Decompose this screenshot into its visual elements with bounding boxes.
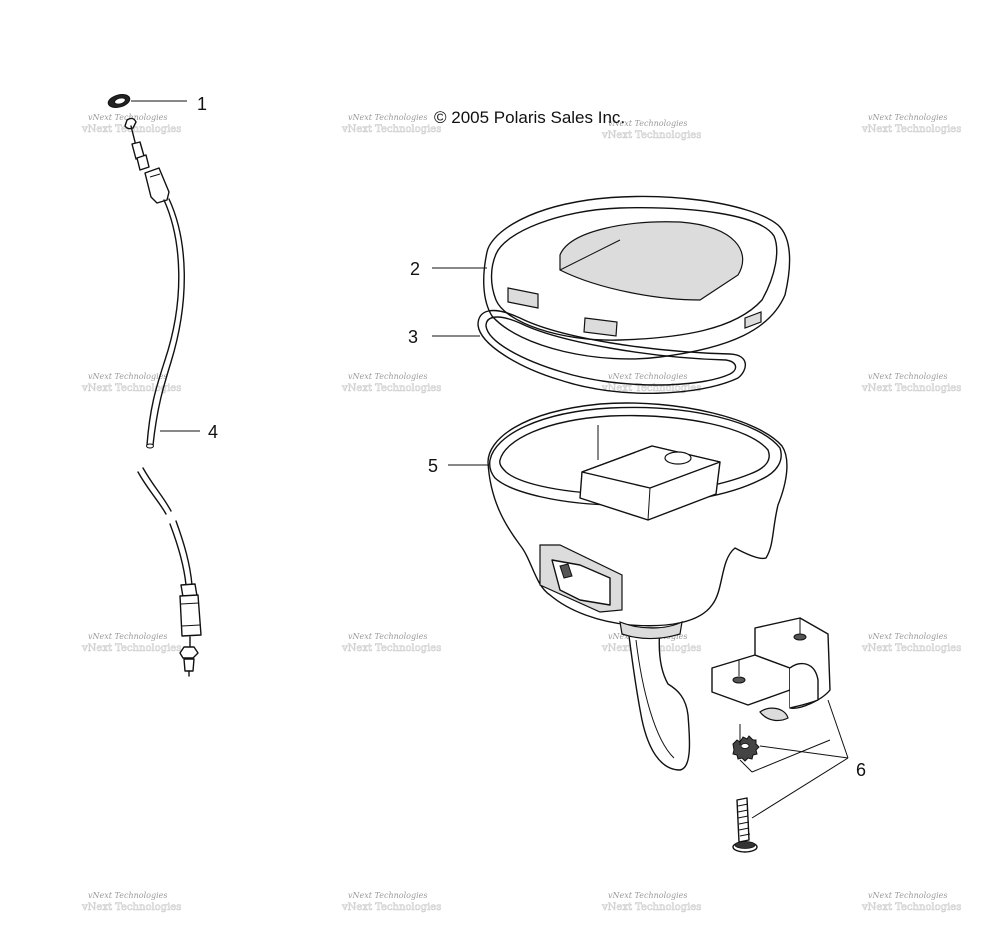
part-3-gasket (477, 309, 746, 394)
svg-text:vNext Technologies: vNext Technologies (341, 902, 441, 913)
svg-text:vNext Technologies: vNext Technologies (341, 383, 441, 394)
copyright-text: © 2005 Polaris Sales Inc. (434, 108, 625, 127)
watermark-grid: vNext Technologies vNext Technologies vNe… (81, 113, 962, 913)
svg-text:vNext Technologies: vNext Technologies (348, 632, 427, 641)
part-2-cover (483, 195, 791, 360)
callout-5: 5 (428, 456, 438, 476)
svg-text:vNext Technologies: vNext Technologies (868, 632, 947, 641)
lock-washer (732, 735, 760, 762)
watermark: vNext Technologies vNext Technologies (341, 891, 442, 913)
watermark: vNext Technologies vNext Technologies (341, 632, 442, 654)
svg-text:vNext Technologies: vNext Technologies (608, 119, 687, 128)
screw (732, 797, 758, 853)
svg-text:vNext Technologies: vNext Technologies (608, 372, 687, 381)
svg-text:vNext Technologies: vNext Technologies (601, 383, 701, 394)
svg-text:vNext Technologies: vNext Technologies (88, 632, 167, 641)
watermark: vNext Technologies vNext Technologies (861, 372, 962, 394)
callout-6: 6 (856, 760, 866, 780)
svg-text:vNext Technologies: vNext Technologies (341, 643, 441, 654)
watermark: vNext Technologies vNext Technologies (341, 372, 442, 394)
watermark: vNext Technologies vNext Technologies (601, 891, 702, 913)
part-throttle-cable (107, 94, 202, 677)
watermark: vNext Technologies vNext Technologies (601, 372, 702, 394)
watermark: vNext Technologies vNext Technologies (861, 891, 962, 913)
svg-text:vNext Technologies: vNext Technologies (81, 902, 181, 913)
svg-text:vNext Technologies: vNext Technologies (861, 902, 961, 913)
svg-text:vNext Technologies: vNext Technologies (88, 372, 167, 381)
part-1-washer (107, 94, 131, 108)
watermark: vNext Technologies vNext Technologies (81, 632, 182, 654)
svg-text:vNext Technologies: vNext Technologies (861, 383, 961, 394)
svg-text:vNext Technologies: vNext Technologies (88, 891, 167, 900)
svg-text:vNext Technologies: vNext Technologies (81, 383, 181, 394)
callout-4: 4 (208, 422, 218, 442)
svg-text:vNext Technologies: vNext Technologies (348, 891, 427, 900)
svg-text:vNext Technologies: vNext Technologies (608, 891, 687, 900)
svg-text:vNext Technologies: vNext Technologies (868, 113, 947, 122)
svg-text:vNext Technologies: vNext Technologies (341, 124, 441, 135)
svg-text:vNext Technologies: vNext Technologies (861, 643, 961, 654)
svg-text:vNext Technologies: vNext Technologies (88, 113, 167, 122)
watermark: vNext Technologies vNext Technologies (81, 891, 182, 913)
callout-2: 2 (410, 259, 420, 279)
svg-text:vNext Technologies: vNext Technologies (81, 643, 181, 654)
callout-1: 1 (197, 94, 207, 114)
callout-3: 3 (408, 327, 418, 347)
svg-text:vNext Technologies: vNext Technologies (601, 902, 701, 913)
svg-text:vNext Technologies: vNext Technologies (601, 130, 701, 141)
svg-text:vNext Technologies: vNext Technologies (348, 372, 427, 381)
watermark: vNext Technologies vNext Technologies (861, 113, 962, 135)
svg-text:vNext Technologies: vNext Technologies (348, 113, 427, 122)
part-5-throttle-housing (487, 402, 788, 771)
watermark: vNext Technologies vNext Technologies (341, 113, 442, 135)
part-6-clamp-hardware (711, 617, 849, 853)
svg-text:vNext Technologies: vNext Technologies (868, 891, 947, 900)
svg-text:vNext Technologies: vNext Technologies (861, 124, 961, 135)
svg-text:vNext Technologies: vNext Technologies (868, 372, 947, 381)
watermark: vNext Technologies vNext Technologies (81, 372, 182, 394)
watermark: vNext Technologies vNext Technologies (861, 632, 962, 654)
watermark: vNext Technologies vNext Technologies (601, 119, 702, 141)
